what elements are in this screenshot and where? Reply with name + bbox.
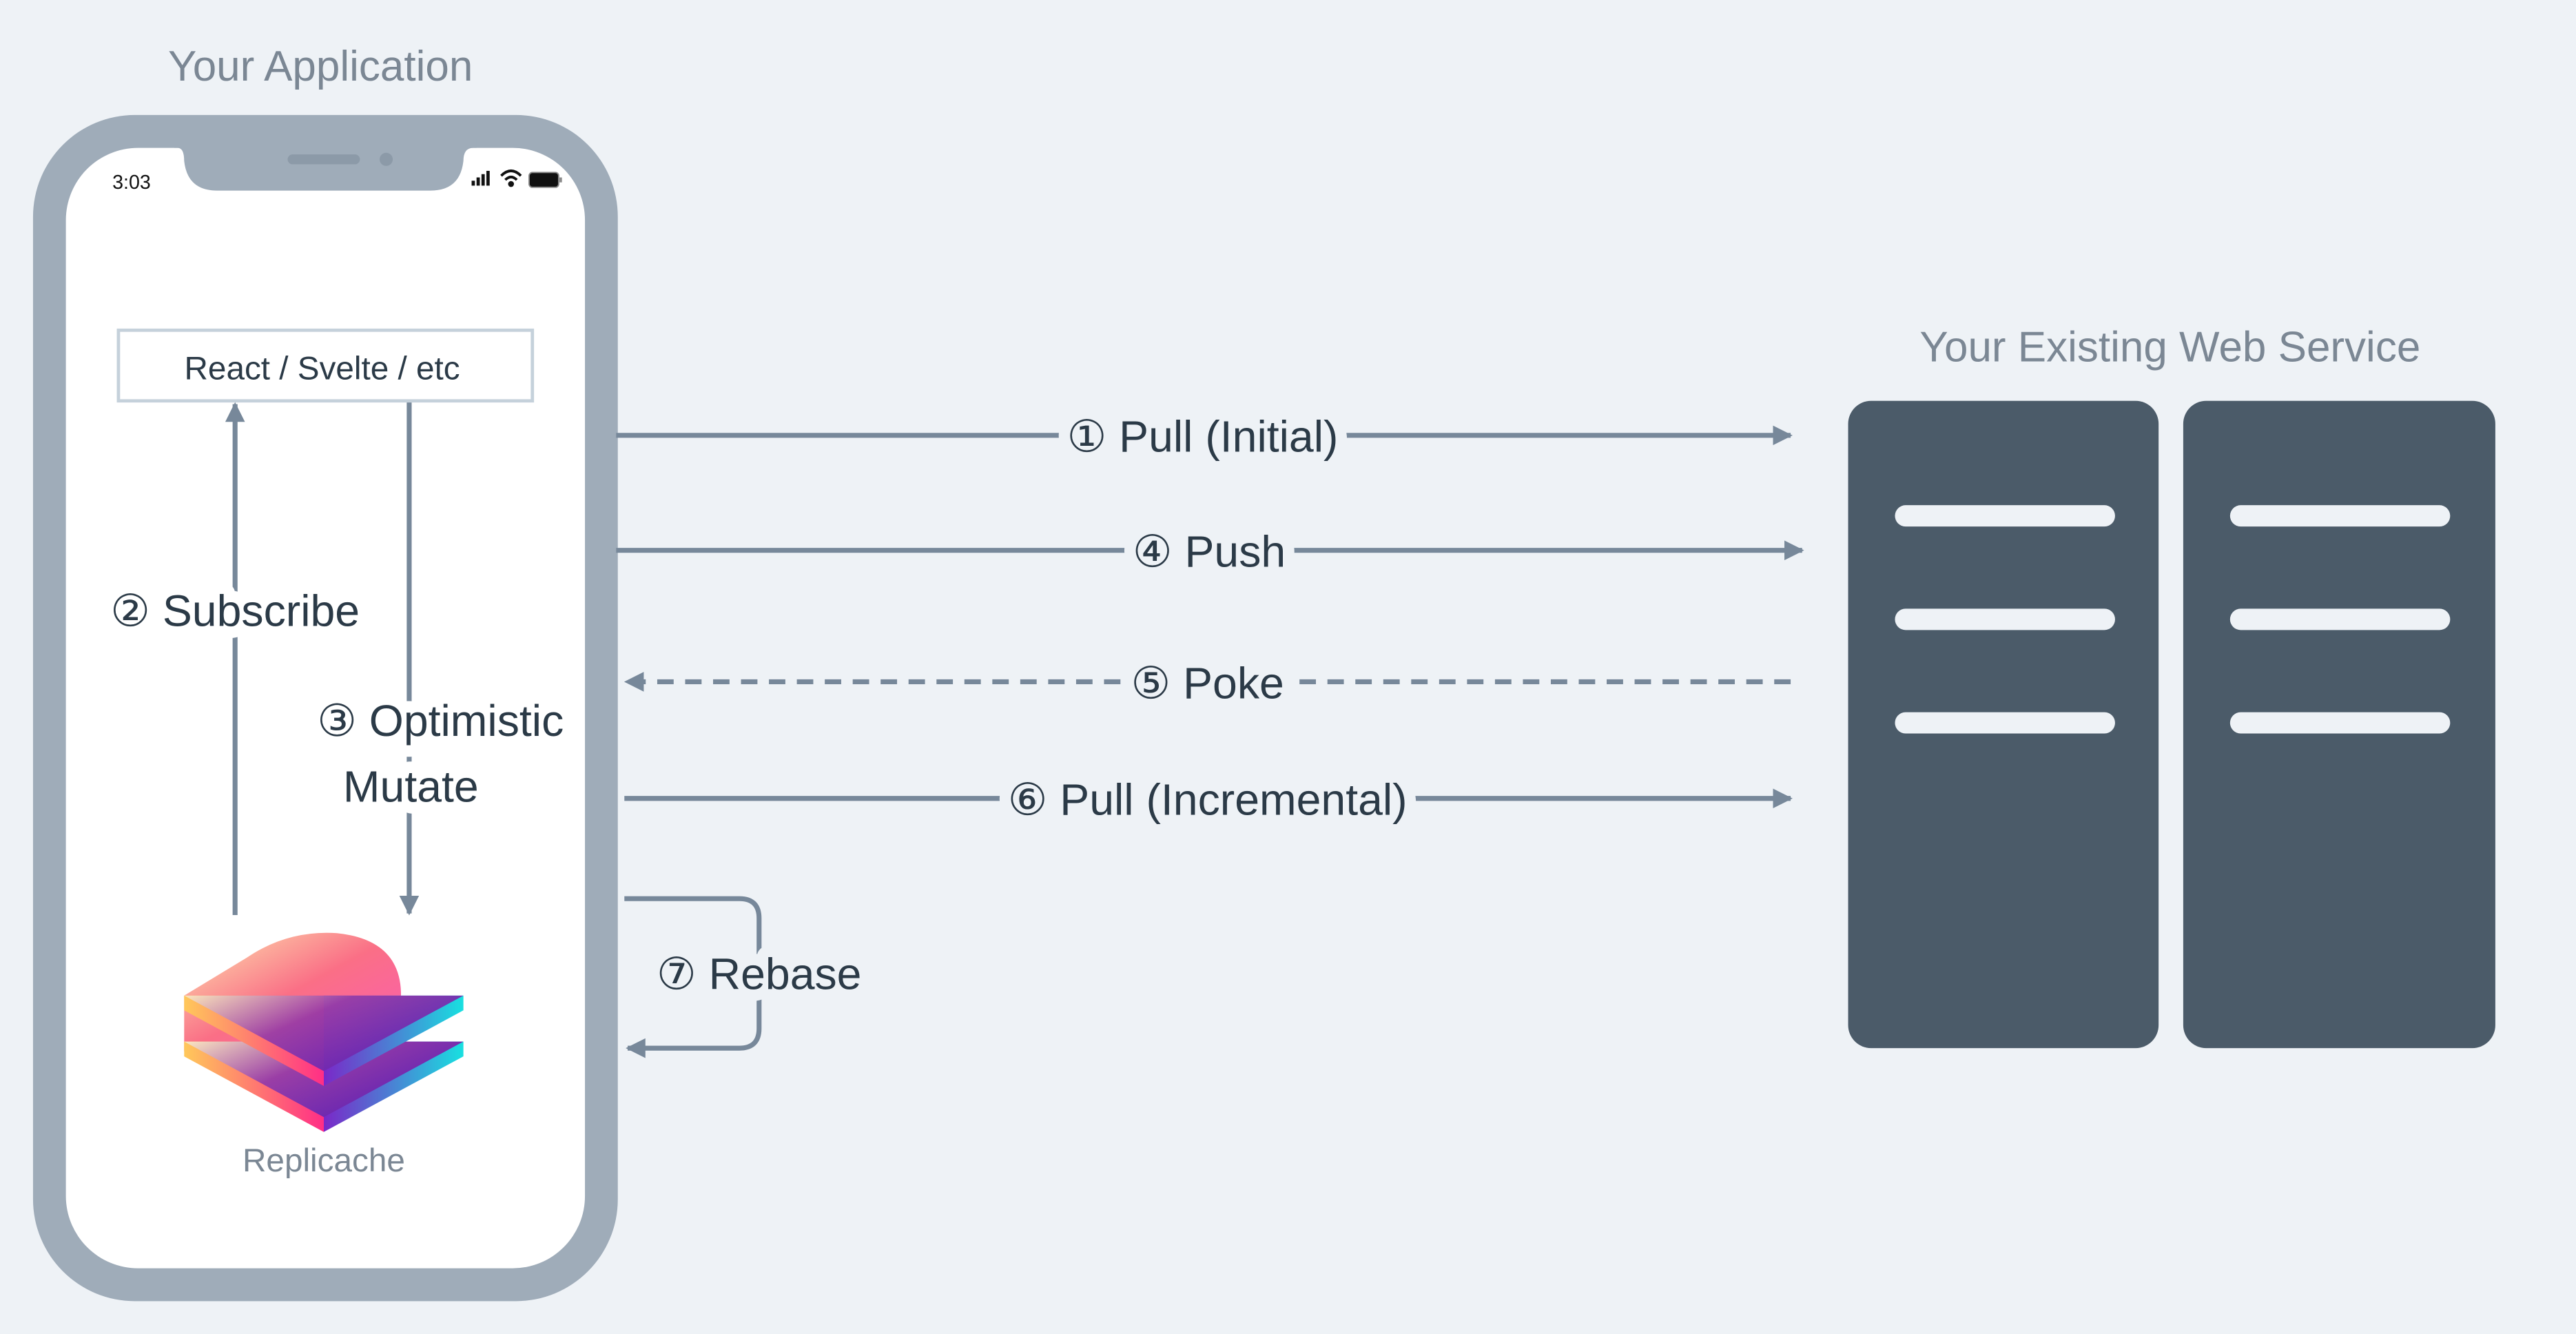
subscribe-label: ② Subscribe [110, 586, 360, 635]
rebase-label: ⑦ Rebase [657, 949, 861, 998]
poke-label: ⑤ Poke [1131, 658, 1284, 708]
signal-icon [471, 170, 490, 186]
battery-icon [528, 172, 562, 188]
mutate-label-line1: ③ Optimistic [317, 696, 564, 746]
framework-label: React / Svelte / etc [185, 351, 460, 387]
wifi-icon [500, 170, 522, 187]
client-title: Your Application [168, 43, 473, 90]
framework-box [116, 328, 535, 403]
server-title: Your Existing Web Service [1919, 324, 2420, 371]
replicache-label: Replicache [243, 1142, 405, 1179]
phone-frame [32, 114, 618, 1302]
server-icon [1848, 400, 2495, 1049]
camera-icon [380, 152, 393, 166]
speaker-icon [287, 154, 360, 165]
rebase-arrow [624, 896, 762, 1058]
pull-incremental-label: ⑥ Pull (Incremental) [1008, 775, 1408, 825]
status-time: 3:03 [112, 172, 151, 194]
pull-initial-label: ① Pull (Initial) [1067, 412, 1339, 462]
mutate-label-line2: Mutate [343, 762, 479, 812]
replicache-logo [184, 932, 464, 1132]
push-label: ④ Push [1133, 527, 1286, 577]
